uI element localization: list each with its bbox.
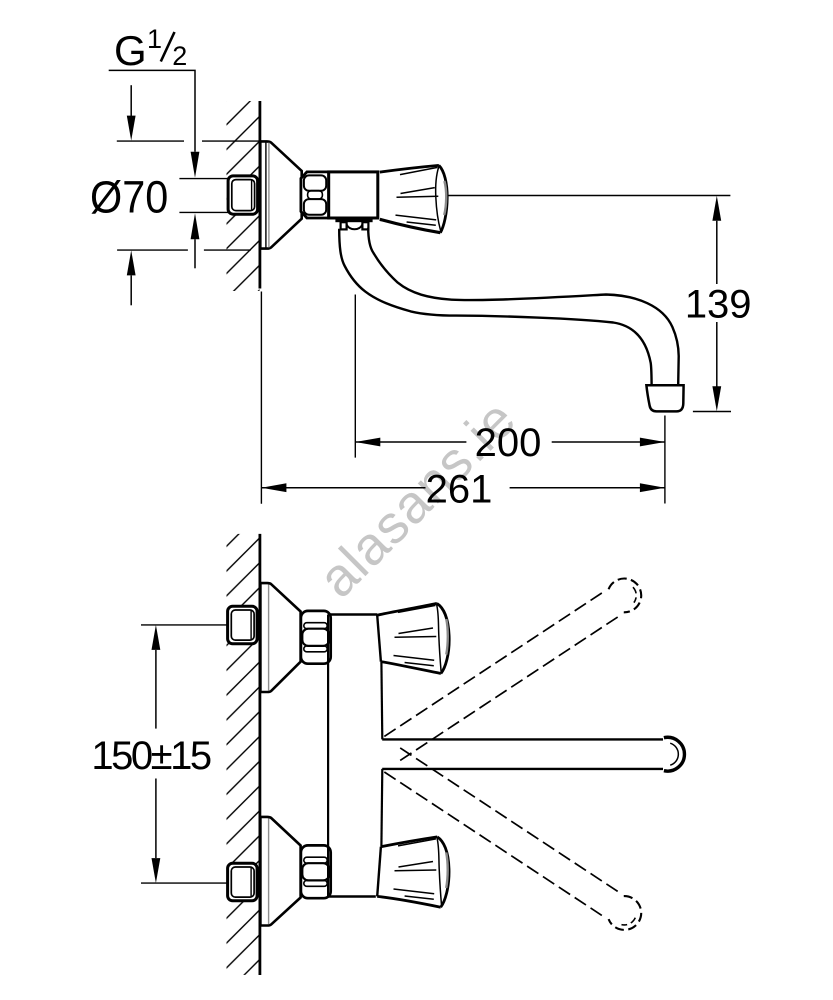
svg-text:G: G — [114, 27, 147, 74]
svg-text:200: 200 — [475, 421, 542, 465]
svg-text:1: 1 — [147, 24, 162, 54]
svg-text:139: 139 — [685, 283, 752, 327]
svg-text:150±15: 150±15 — [91, 734, 210, 778]
svg-text:261: 261 — [426, 468, 493, 512]
svg-text:Ø70: Ø70 — [90, 173, 168, 223]
svg-text:2: 2 — [172, 41, 187, 71]
